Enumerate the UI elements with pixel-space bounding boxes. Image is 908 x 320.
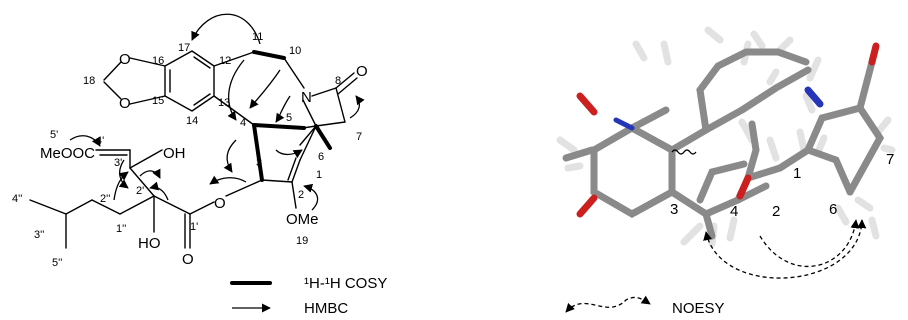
hydrogen-stick	[660, 40, 672, 66]
heteroatom-sticks	[576, 42, 880, 218]
atom-number: 15	[152, 95, 164, 107]
hmbc-arrows	[69, 13, 365, 211]
hydrogen-stick	[806, 56, 822, 82]
model-label: 1	[793, 165, 801, 182]
hydrogen-stick	[738, 118, 756, 144]
hydrogen-stick	[814, 134, 828, 156]
hydrogen-stick	[796, 128, 808, 154]
atom-label-o-ester: O	[214, 195, 226, 212]
atom-number: 1'	[190, 221, 198, 233]
hydrogen-stick	[750, 30, 766, 50]
hydrogen-stick	[834, 204, 850, 226]
atom-label-o-dioxole-bottom: O	[119, 95, 131, 112]
wavy-bond	[671, 149, 697, 155]
atom-number: 3'	[114, 157, 122, 169]
cosy-legend-label: ¹H-¹H COSY	[304, 275, 387, 292]
carbon-stick	[702, 210, 716, 240]
hydrogen-stick	[868, 216, 880, 240]
carbon-stick	[738, 66, 812, 114]
noe-arrow-3-6	[703, 219, 867, 279]
atom-number: 13	[218, 97, 230, 109]
atom-number: 5'	[50, 129, 58, 141]
atom-labels: N O O O OH HO O O OMe MeOOC	[40, 51, 368, 268]
model-label: 2	[772, 203, 780, 220]
noesy-legend-label: NOESY	[672, 300, 725, 317]
carbon-stick	[696, 160, 748, 204]
hydrogen-stick	[776, 36, 794, 54]
atom-number: 4'	[96, 135, 104, 147]
chemical-structure: N O O O OH HO O O OMe MeOOC 17 11 10 8 1…	[12, 13, 368, 269]
3d-stick-model: 3 4 2 1 6 7	[556, 26, 896, 279]
structure-bonds	[29, 50, 358, 249]
model-label: 7	[886, 151, 894, 168]
atom-number: 11	[252, 31, 263, 43]
atom-number: 17	[178, 42, 190, 54]
carbon-stick	[562, 146, 596, 162]
atom-number: 8	[335, 75, 341, 87]
atom-number: 6	[318, 151, 324, 163]
hydrogen-stick	[564, 162, 584, 172]
atom-number: 3	[256, 157, 262, 169]
nitrogen-stick	[804, 86, 824, 108]
atom-number: 4	[240, 117, 246, 129]
hmbc-legend-label: HMBC	[304, 300, 348, 317]
carbon-stick	[744, 120, 760, 182]
carbon-stick	[590, 123, 676, 219]
hydrogen-stick	[556, 136, 578, 154]
atom-number: 1	[316, 169, 322, 181]
atom-label-n: N	[301, 89, 312, 106]
atom-number: 2	[298, 189, 304, 201]
model-label: 4	[730, 203, 738, 220]
atom-number: 4''	[12, 193, 22, 205]
oxygen-stick	[868, 42, 880, 66]
atom-number: 19	[296, 235, 308, 247]
hydrogen-stick	[704, 26, 724, 44]
model-label: 3	[670, 201, 678, 218]
hydrogen-stick	[880, 144, 896, 154]
atom-label-ome: OMe	[286, 211, 319, 228]
oxygen-stick	[576, 92, 598, 116]
carbon-stick	[696, 48, 810, 134]
oxygen-stick	[736, 174, 752, 200]
cosy-bonds	[252, 50, 332, 182]
atom-number: 5''	[52, 257, 62, 269]
noe-arrow-2-6	[759, 219, 860, 268]
atom-number: 18	[83, 75, 95, 87]
atom-label-o-c8: O	[356, 63, 368, 80]
atom-number: 1''	[116, 223, 126, 235]
atom-number: 14	[186, 115, 198, 127]
atom-label-ho: HO	[138, 235, 161, 252]
atom-label-o-dioxole-top: O	[119, 51, 131, 68]
hydrogen-stick	[632, 40, 648, 62]
oxygen-stick	[576, 194, 598, 218]
atom-label-oh: OH	[163, 145, 186, 162]
hydrogen-stick	[766, 136, 780, 162]
hydrogen-stick	[874, 116, 892, 136]
noesy-legend-arrow	[565, 295, 651, 313]
atom-number: 2''	[100, 193, 110, 205]
carbon-stick	[668, 182, 770, 218]
hydrogen-stick	[766, 68, 780, 86]
hydrogen-stick	[802, 92, 816, 114]
atom-number: 2'	[136, 185, 144, 197]
atom-label-o-c1prime: O	[182, 251, 194, 268]
atom-label-meooc: MeOOC	[40, 145, 95, 162]
model-label: 6	[829, 201, 837, 218]
legend: ¹H-¹H COSY HMBC NOESY	[230, 275, 725, 317]
carbon-stick	[856, 58, 876, 112]
nitrogen-stick	[613, 117, 635, 131]
hydrogen-stick	[726, 216, 738, 242]
atom-number: 16	[152, 55, 164, 67]
hydrogen-stick	[680, 222, 704, 246]
atom-number: 10	[289, 45, 301, 57]
hydrogen-stick	[854, 196, 874, 212]
atom-numbers: 17 11 10 8 18 16 12 15 13 14 4 5 7 6 1 3…	[12, 31, 362, 269]
atom-number: 12	[219, 55, 231, 67]
atom-number: 5	[286, 112, 292, 124]
carbon-stick	[628, 106, 670, 132]
atom-number: 7	[356, 131, 362, 143]
atom-number: 3''	[34, 229, 44, 241]
